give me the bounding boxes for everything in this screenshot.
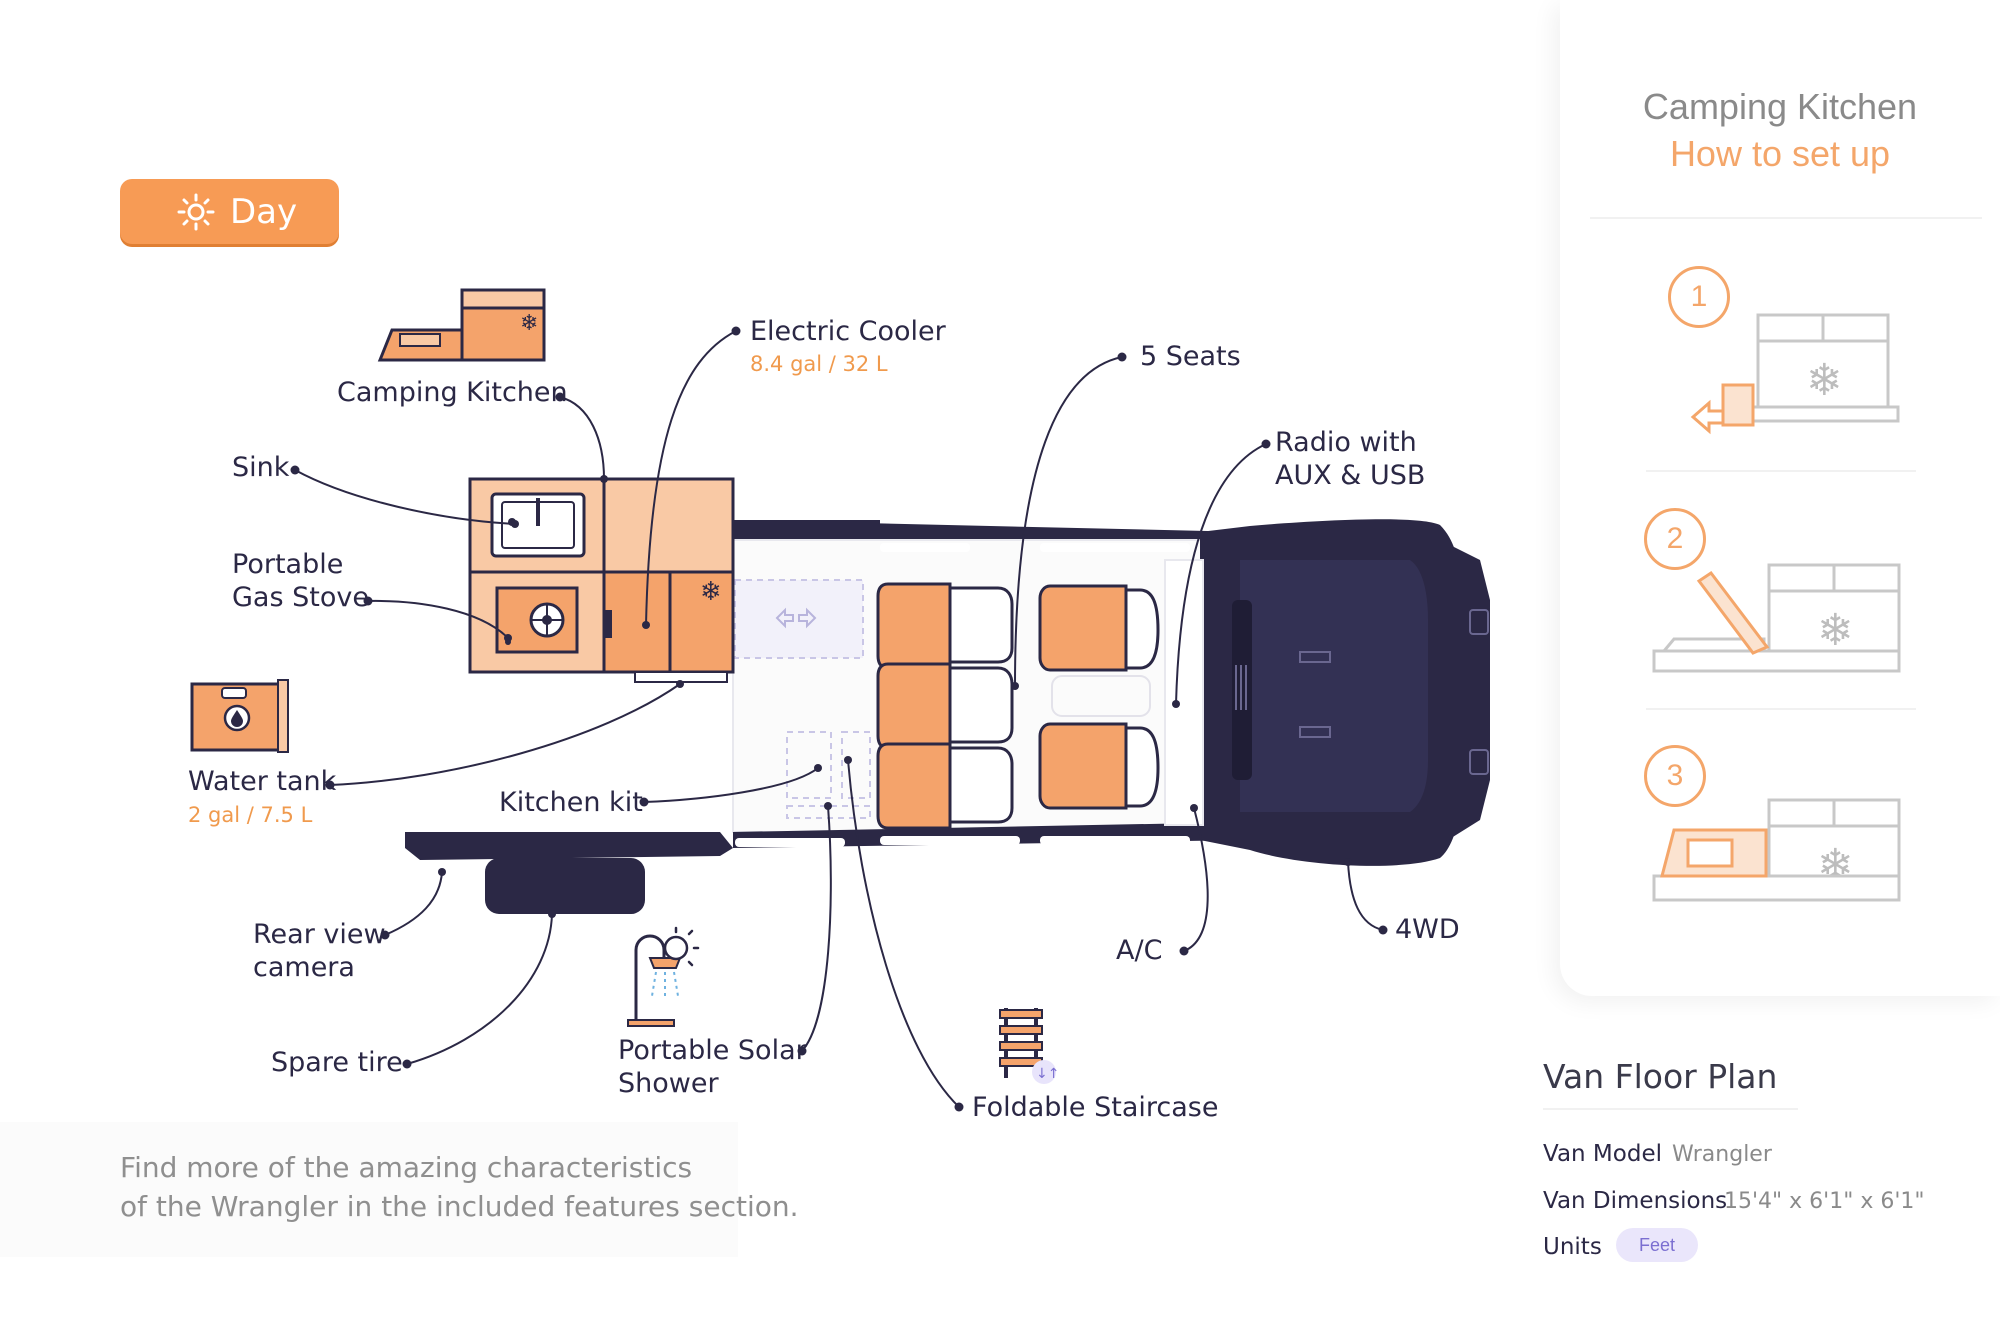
leader-dots (290, 326, 1388, 1112)
floor-plan-divider (1543, 1108, 1798, 1110)
rear-camera-label-line2[interactable]: camera (253, 952, 355, 983)
panel-title: Camping Kitchen (1642, 86, 1918, 127)
step-divider-1 (1646, 470, 1916, 472)
step-1-badge[interactable]: 1 (1668, 266, 1730, 328)
spare-tire-shape (485, 858, 645, 914)
svg-text:↓↑: ↓↑ (1036, 1066, 1059, 1082)
units-toggle[interactable]: Feet (1616, 1228, 1698, 1262)
camping-kitchen-icon: ❄ (377, 288, 546, 362)
radio-label-line1[interactable]: Radio with (1275, 427, 1417, 458)
rear-bench-seats (876, 582, 1014, 830)
step-2-badge[interactable]: 2 (1644, 508, 1706, 570)
van-model-label: Van Model (1543, 1141, 1662, 1167)
sink-label[interactable]: Sink (232, 452, 290, 483)
water-tank-icon (190, 679, 289, 753)
van-dimensions-label: Van Dimensions (1543, 1188, 1728, 1214)
rear-camera-label-line1[interactable]: Rear view (253, 919, 386, 950)
solar-shower-label-line1[interactable]: Portable Solar (618, 1035, 807, 1066)
van-floor-plan-diagram: ❄ ❄ (190, 288, 1490, 1112)
front-seats (1038, 584, 1160, 810)
svg-text:❄: ❄ (1806, 355, 1843, 406)
seats-label[interactable]: 5 Seats (1140, 341, 1241, 372)
ac-label[interactable]: A/C (1116, 935, 1163, 966)
sun-icon (177, 193, 215, 230)
radio-label-line2[interactable]: AUX & USB (1275, 460, 1426, 491)
floor-plan-title: Van Floor Plan (1543, 1057, 1778, 1096)
staircase-icon: ↓↑ (999, 1008, 1059, 1084)
leader-lines (294, 330, 1384, 1108)
water-tank-capacity: 2 gal / 7.5 L (188, 803, 313, 827)
day-toggle-label: Day (230, 191, 298, 232)
step-3-illustration: ❄ (1652, 798, 1901, 902)
info-line-1: Find more of the amazing characteristics (120, 1151, 693, 1184)
staircase-label[interactable]: Foldable Staircase (972, 1092, 1219, 1123)
info-box (0, 1122, 738, 1257)
solar-shower-icon (627, 926, 700, 1027)
snowflake-icon: ❄ (700, 577, 722, 607)
electric-cooler-capacity: 8.4 gal / 32 L (750, 352, 888, 376)
day-night-toggle[interactable]: Day (120, 179, 339, 244)
gas-stove-label-line1[interactable]: Portable (232, 549, 344, 580)
seats (876, 582, 1160, 830)
setup-panel: Camping Kitchen How to set up 1 ❄ 2 ❄ 3 … (1560, 0, 2000, 996)
water-tank-label[interactable]: Water tank (188, 766, 337, 797)
solar-shower-label-line2[interactable]: Shower (618, 1068, 719, 1099)
camping-kitchen-label[interactable]: Camping Kitchen (337, 377, 568, 408)
step-divider-2 (1646, 708, 1916, 710)
four-wd-label[interactable]: 4WD (1395, 914, 1460, 945)
svg-text:❄: ❄ (1817, 605, 1854, 656)
info-text: Find more of the amazing characteristics… (120, 1148, 799, 1226)
panel-subtitle: How to set up (1669, 133, 1891, 174)
panel-divider (1590, 217, 1982, 219)
kitchen-module: ❄ (468, 477, 735, 683)
info-line-2: of the Wrangler in the included features… (120, 1190, 799, 1223)
van-model-value: Wrangler (1672, 1142, 1772, 1167)
svg-text:❄: ❄ (520, 311, 538, 336)
electric-cooler-label[interactable]: Electric Cooler (750, 316, 946, 347)
gas-stove-label-line2[interactable]: Gas Stove (232, 582, 369, 613)
units-label: Units (1543, 1234, 1602, 1260)
kitchen-kit-label[interactable]: Kitchen kit (499, 787, 643, 818)
step-3-badge[interactable]: 3 (1644, 745, 1706, 807)
van-dimensions-value: 15'4" x 6'1" x 6'1" (1724, 1189, 1925, 1214)
step-1-illustration: ❄ (1690, 313, 1900, 435)
spare-tire-label[interactable]: Spare tire (271, 1047, 403, 1078)
step-2-illustration: ❄ (1652, 563, 1901, 673)
